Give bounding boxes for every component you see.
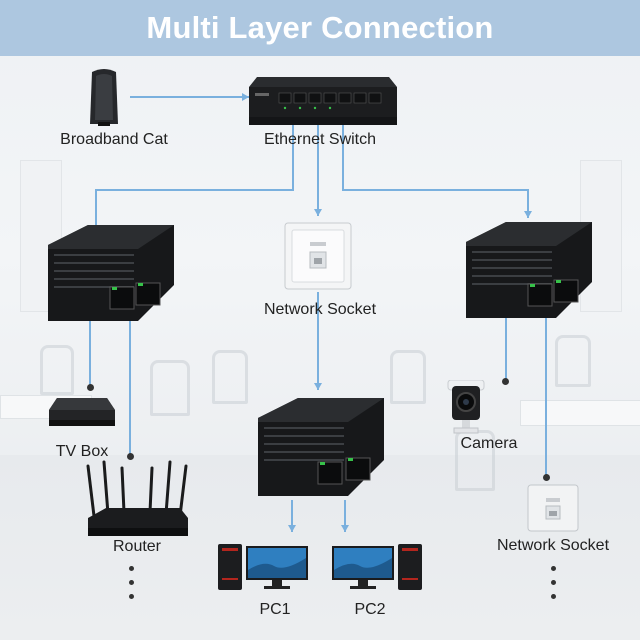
background-desk [520, 400, 640, 426]
background-chair [390, 350, 426, 404]
connector-dot [543, 474, 550, 481]
background-chair [555, 335, 591, 387]
wall-socket-icon-small [527, 484, 579, 532]
broadband-cat-label: Broadband Cat [60, 131, 168, 148]
ethernet-switch-label: Ethernet Switch [263, 131, 377, 148]
tv-box-icon [49, 398, 115, 426]
wire-switch-left-splitter [95, 125, 294, 245]
splitter-icon-left [48, 225, 174, 321]
router-icon [86, 460, 188, 536]
pc2-label: PC2 [354, 601, 386, 618]
background-chair [212, 350, 248, 404]
broadband-cat-icon [90, 69, 118, 126]
camera-label: Camera [460, 435, 518, 452]
ellipsis-dot [551, 566, 556, 571]
connector-dot [127, 453, 134, 460]
title-bar: Multi Layer Connection [0, 0, 640, 56]
wire-switch-right-splitter [342, 125, 529, 218]
background-chair [40, 345, 74, 395]
ellipsis-dot [129, 594, 134, 599]
pc1-label: PC1 [259, 601, 291, 618]
camera-icon [447, 380, 485, 434]
tv-box-label: TV Box [55, 443, 109, 460]
wall-socket-icon [284, 222, 352, 290]
ellipsis-dot [551, 580, 556, 585]
network-socket-bottom-label: Network Socket [496, 537, 610, 554]
ellipsis-dot [129, 566, 134, 571]
pc-icon-pc2 [332, 544, 422, 590]
ethernet-switch-icon [249, 77, 397, 125]
diagram-title: Multi Layer Connection [146, 10, 494, 45]
pc-icon-pc1 [218, 544, 308, 590]
background-chair [150, 360, 190, 416]
router-label: Router [112, 538, 162, 555]
splitter-icon-center [258, 398, 384, 496]
ellipsis-dot [129, 580, 134, 585]
connector-dot [502, 378, 509, 385]
connector-dot [87, 384, 94, 391]
network-socket-top-label: Network Socket [263, 301, 377, 318]
ellipsis-dot [551, 594, 556, 599]
background-window [20, 160, 62, 312]
splitter-icon-right [466, 222, 592, 318]
